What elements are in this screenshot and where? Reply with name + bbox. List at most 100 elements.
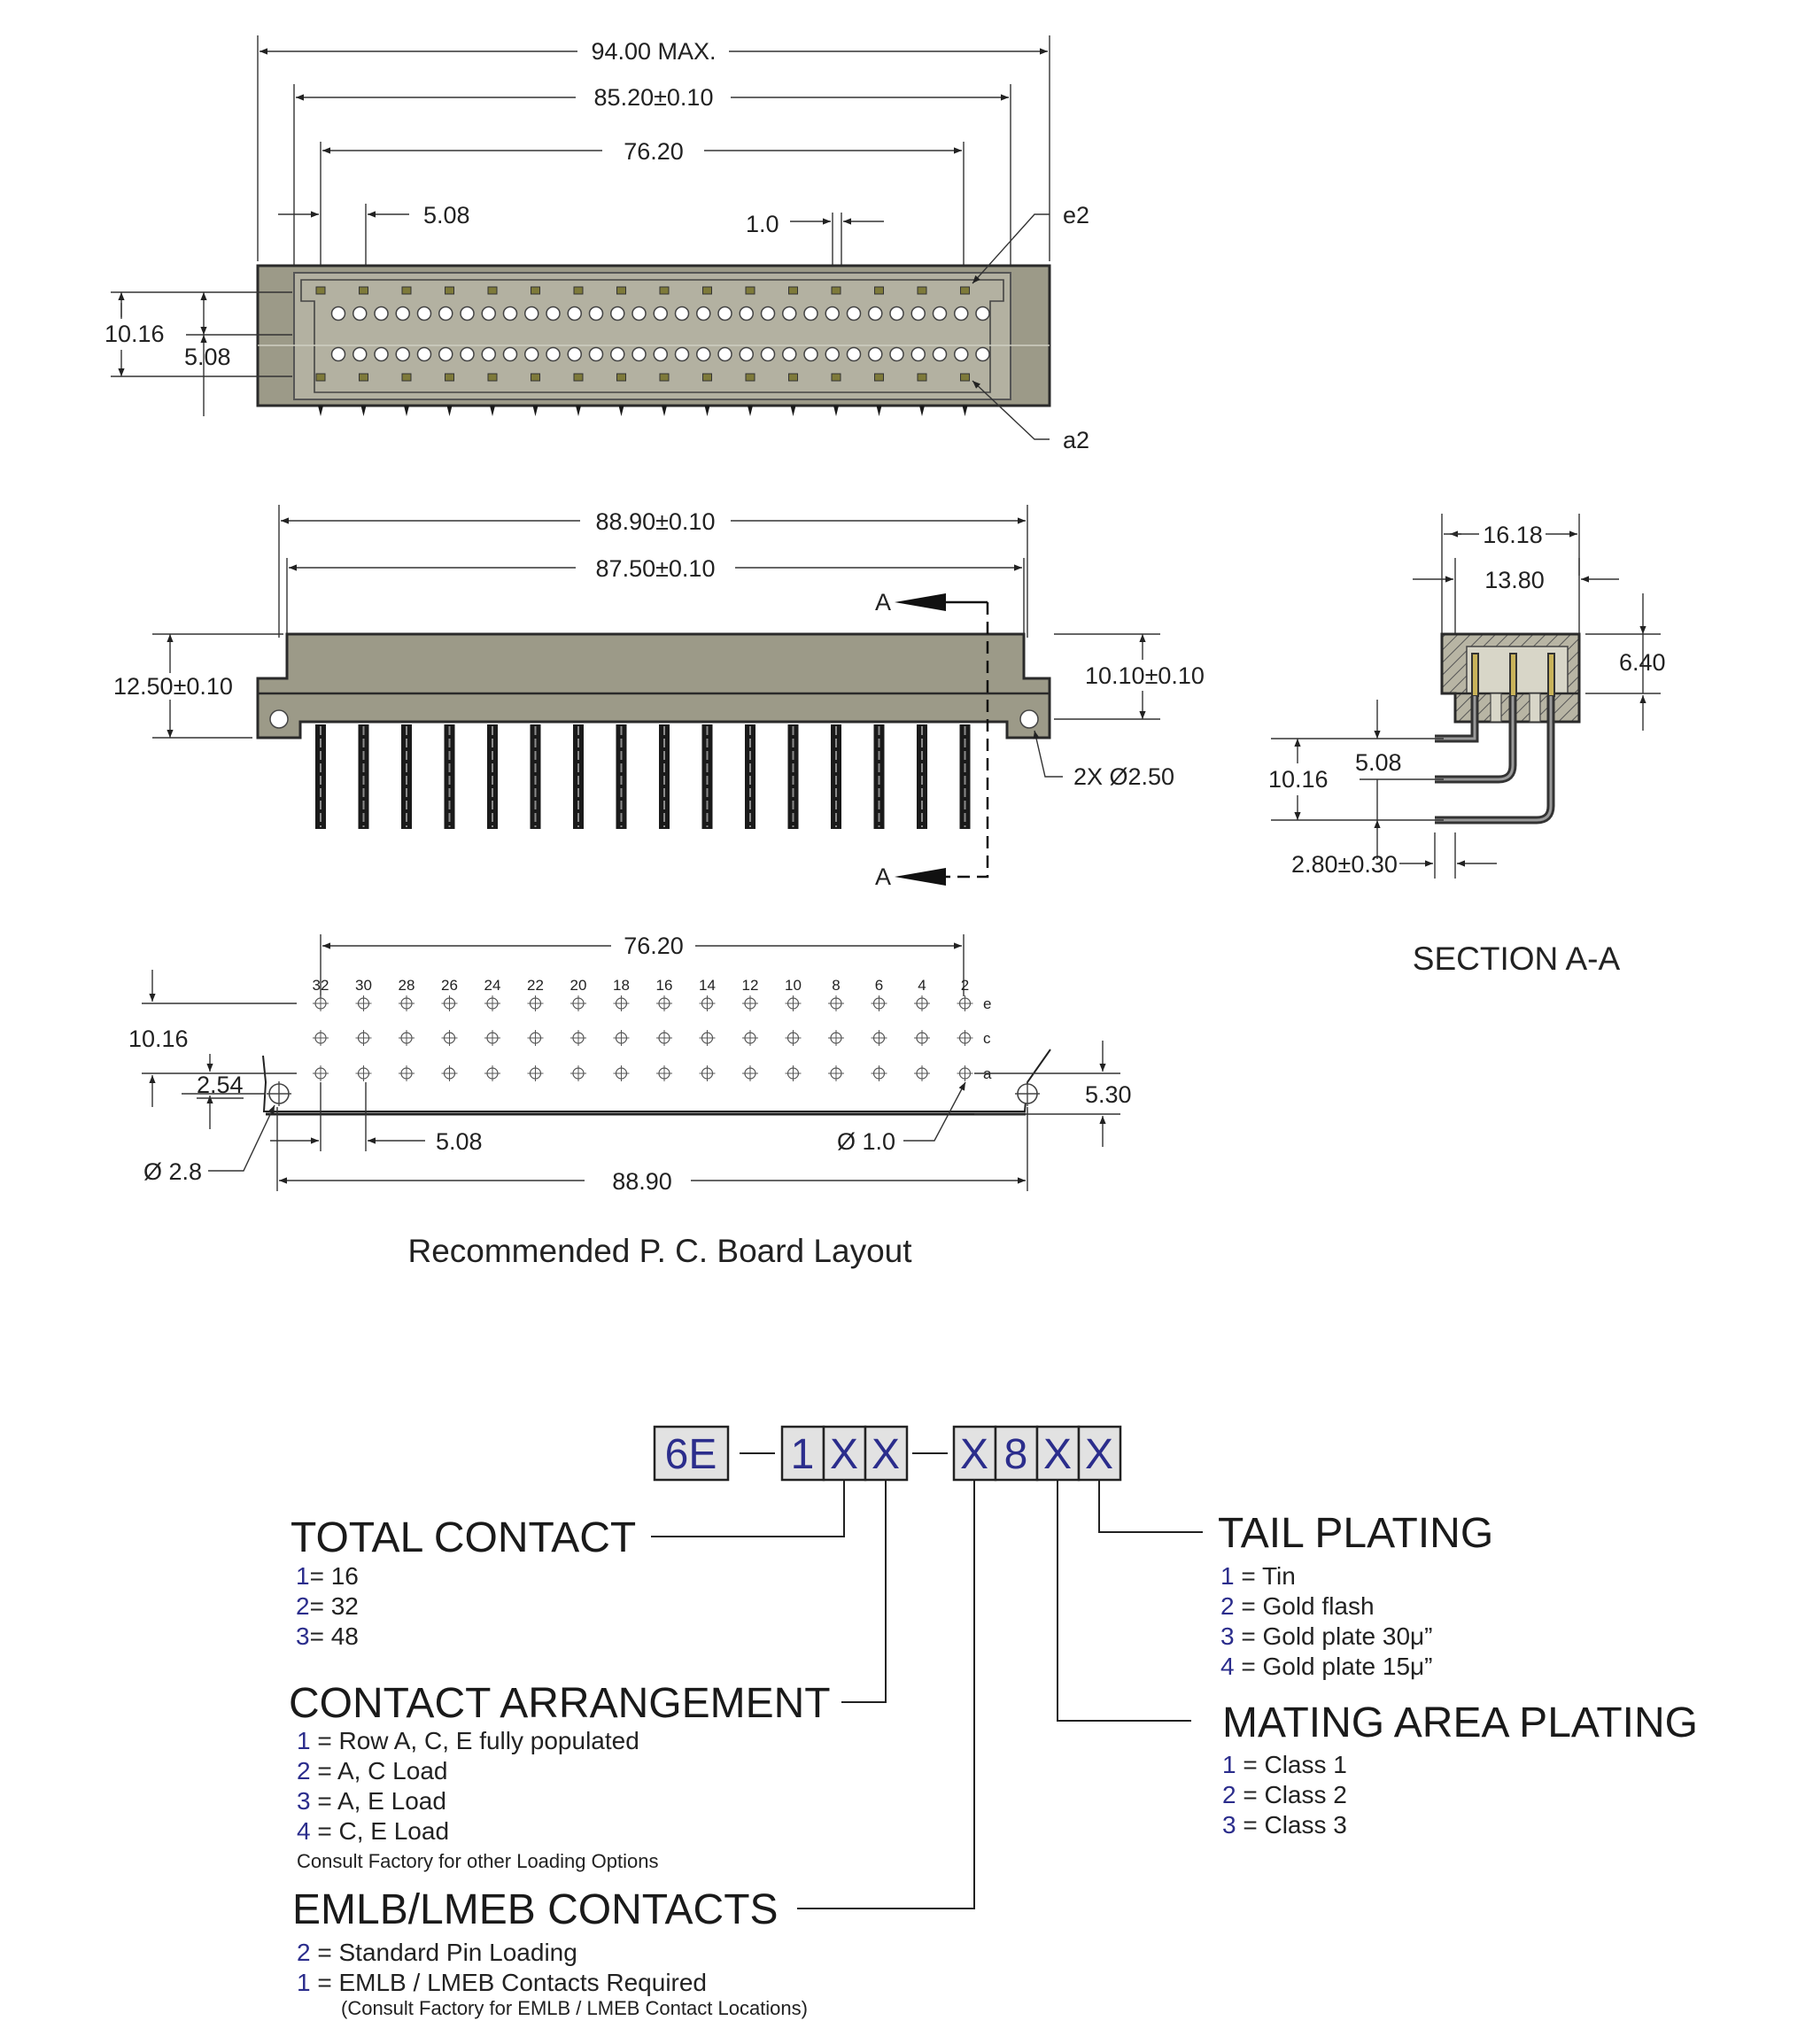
contact-hole [760,306,776,321]
option-key: 1 [1220,1562,1235,1590]
emlb-contacts-title: EMLB/LMEB CONTACTS [292,1886,779,1933]
pcb-hole [313,1030,329,1046]
contact-hole [524,306,539,321]
top-pad [401,286,412,295]
tail-tip [532,406,538,416]
pcb-hole [313,995,329,1011]
top-pad [445,286,454,295]
option-text: = A, E Load [311,1787,446,1815]
section-height-dim: 6.40 [1619,649,1666,676]
option-text: = Standard Pin Loading [311,1939,577,1966]
pcb-edge-dim: 5.30 [1085,1081,1132,1108]
pcb-column-number: 2 [961,977,969,994]
option-text: = Class 3 [1236,1811,1347,1839]
contact-hole [438,346,453,362]
contact-hole [610,346,625,362]
label-e2: e2 [1063,202,1089,228]
bottom-pad [788,373,798,382]
pcb-hole [914,995,930,1011]
pcb-caption: Recommended P. C. Board Layout [407,1233,912,1269]
side-height-right-dim: 10.10±0.10 [1085,662,1205,689]
section-mark-bottom: A [875,863,891,890]
pcb-hole [355,1065,372,1081]
section-rows-total-dim: 10.16 [1268,766,1329,793]
option-key: 3 [1222,1811,1236,1839]
pcb-row-label: e [983,995,991,1012]
option-text: = 32 [310,1592,359,1620]
contact-hole [502,306,518,321]
pcb-mount-hole-dim: Ø 2.8 [143,1158,202,1185]
contact-hole [739,306,754,321]
bottom-pad [531,373,540,382]
pcb-hole [871,1030,887,1046]
contact-hole [353,306,368,321]
label-a2: a2 [1063,427,1089,453]
option-key: 3 [297,1787,311,1815]
code-box-4: X [872,1431,900,1478]
pcb-hole [742,995,758,1011]
top-pad [531,286,540,295]
contact-hole [975,346,990,362]
contact-hole [631,306,647,321]
option-text: = Tin [1235,1562,1296,1590]
pcb-hole [441,1030,458,1046]
pcb-hole [484,1030,500,1046]
bottom-pad [659,373,670,382]
contact-hole [782,346,797,362]
pcb-hole [957,1030,973,1046]
top-pitch-dim: 5.08 [423,202,470,228]
contact-hole [653,346,668,362]
pcb-column-number: 6 [875,977,883,994]
pcb-column-number: 26 [441,977,458,994]
pcb-hole [871,1065,887,1081]
top-height-total-dim: 10.16 [105,321,165,347]
pcb-column-number: 4 [918,977,926,994]
option-key: 2 [1222,1781,1236,1808]
pcb-column-number: 30 [355,977,372,994]
top-pad [874,286,884,295]
contact-hole [374,346,389,362]
top-pad [960,286,970,295]
option-line: 1 = Row A, C, E fully populated [297,1727,639,1754]
contact-hole [610,306,625,321]
contact-hole [631,346,647,362]
contact-hole [374,306,389,321]
pcb-hole [656,1030,672,1046]
contact-hole [502,346,518,362]
side-holes-dim: 2X Ø2.50 [1073,763,1174,790]
contact-hole [567,346,582,362]
pcb-pin-holes [313,995,973,1081]
pcb-row-label: c [983,1030,991,1047]
top-pitch-span-dim: 76.20 [624,138,684,165]
option-key: 4 [297,1817,311,1845]
option-line: 1 = Class 1 [1222,1751,1347,1778]
option-key: 1 [1222,1751,1236,1778]
tail-tip [833,406,839,416]
option-key: 3 [1220,1622,1235,1650]
pcb-mounting-holes [267,1081,1040,1106]
pcb-hole [828,1030,844,1046]
pcb-column-number: 22 [527,977,544,994]
contact-hole [954,306,969,321]
top-pad [745,286,755,295]
section-width-inner-dim: 13.80 [1484,567,1545,593]
emlb-contacts-note: (Consult Factory for EMLB / LMEB Contact… [341,1997,808,2019]
contact-hole [760,346,776,362]
option-text: = Gold flash [1235,1592,1375,1620]
contact-hole [910,346,926,362]
bottom-pad [917,373,927,382]
pcb-row-labels: eca [983,995,992,1082]
option-key: 2 [296,1592,310,1620]
option-line: 1= 16 [296,1562,359,1590]
pcb-hole [699,1030,716,1046]
pcb-column-number: 10 [785,977,802,994]
pcb-column-number: 16 [656,977,673,994]
contact-hole [825,346,840,362]
tail-tip [748,406,753,416]
pcb-hole [699,1065,716,1081]
top-pad [573,286,584,295]
tail-tip [446,406,453,416]
contact-hole [481,306,496,321]
code-box-7: X [1043,1431,1072,1478]
